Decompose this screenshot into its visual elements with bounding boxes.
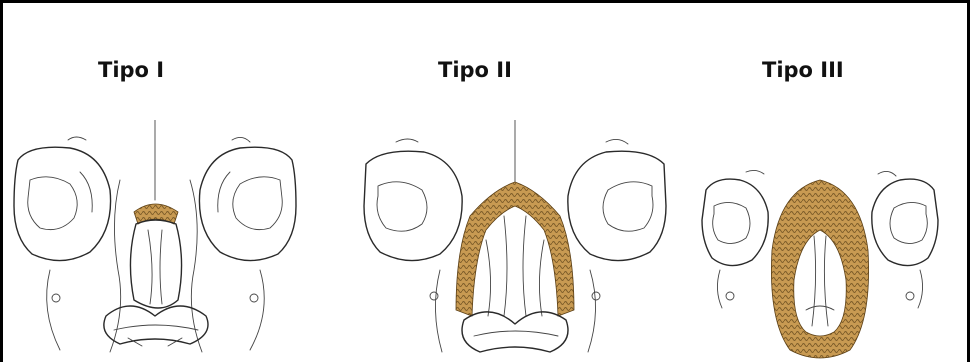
lower-structures (717, 270, 922, 308)
sinus-region (456, 182, 574, 316)
diagram-tipo-ii (360, 120, 670, 362)
lower-structures (430, 270, 600, 352)
diagram-tipo-iii (700, 120, 940, 362)
right-orbit (568, 139, 666, 260)
lower-structures (47, 270, 265, 350)
sphenoid-outline (806, 236, 834, 326)
sinus-region (134, 204, 178, 224)
right-orbit (872, 171, 938, 265)
left-orbit (364, 139, 462, 261)
label-tipo-i: Tipo I (98, 58, 164, 82)
diagram-tipo-i (10, 120, 300, 362)
left-orbit (14, 137, 111, 261)
right-orbit (199, 137, 296, 260)
label-tipo-ii: Tipo II (438, 58, 512, 82)
left-orbit (702, 170, 768, 265)
sinus-region (771, 180, 868, 358)
sphenoid-outline (486, 216, 544, 316)
label-tipo-iii: Tipo III (762, 58, 844, 82)
